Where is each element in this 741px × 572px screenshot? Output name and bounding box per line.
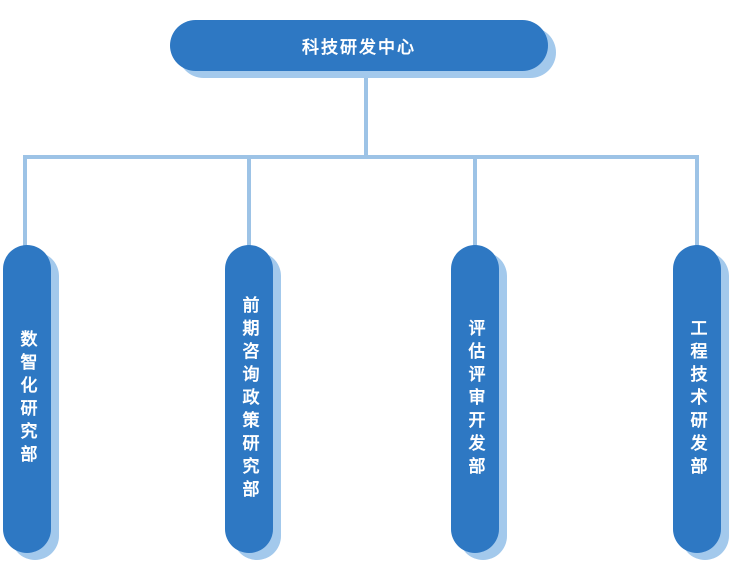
department-node-label: 工程技术研发部 [687, 318, 707, 480]
connector-drop-2 [247, 155, 251, 247]
connector-bus [23, 155, 699, 159]
org-node-root: 科技研发中心 [170, 20, 548, 71]
root-node-label: 科技研发中心 [302, 38, 416, 57]
org-node-department-1: 数智化研究部 [3, 245, 51, 553]
org-node-department-3: 评估评审开发部 [451, 245, 499, 553]
connector-stem [364, 71, 368, 159]
department-node-label: 数智化研究部 [17, 330, 37, 468]
connector-drop-3 [473, 155, 477, 247]
org-node-department-2: 前期咨询政策研究部 [225, 245, 273, 553]
connector-drop-4 [695, 155, 699, 247]
connector-drop-1 [23, 155, 27, 247]
department-node-label: 评估评审开发部 [465, 318, 485, 480]
department-node-label: 前期咨询政策研究部 [239, 295, 259, 503]
org-node-department-4: 工程技术研发部 [673, 245, 721, 553]
